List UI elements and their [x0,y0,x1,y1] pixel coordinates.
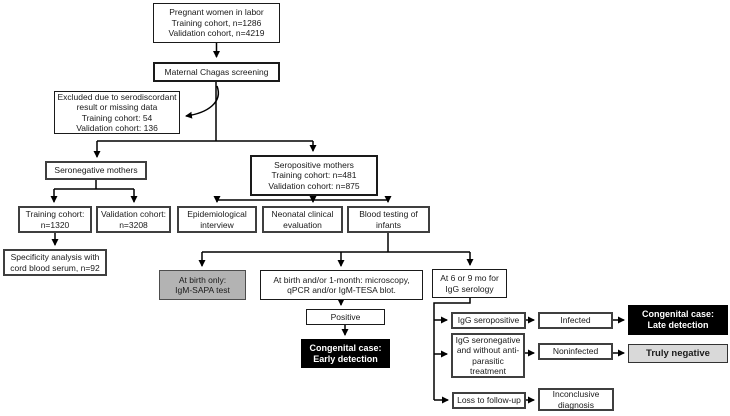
node-loss-followup: Loss to follow-up [452,392,526,409]
node-igm-sapa-test: At birth only:IgM-SAPA test [159,270,246,300]
node-maternal-screening: Maternal Chagas screening [153,62,280,82]
node-igg-seropositive: IgG seropositive [451,312,526,329]
node-microscopy-qpcr: At birth and/or 1-month: microscopy,qPCR… [260,270,423,300]
node-seronegative-mothers: Seronegative mothers [45,161,147,180]
node-truly-negative: Truly negative [628,344,728,363]
node-congenital-early: Congenital case:Early detection [301,339,390,368]
node-infected: Infected [538,312,613,329]
node-congenital-late: Congenital case:Late detection [628,305,728,335]
node-validation-cohort: Validation cohort:n=3208 [96,206,171,233]
node-training-cohort: Training cohort:n=1320 [18,206,92,233]
node-positive: Positive [306,309,385,325]
node-noninfected: Noninfected [538,343,613,360]
